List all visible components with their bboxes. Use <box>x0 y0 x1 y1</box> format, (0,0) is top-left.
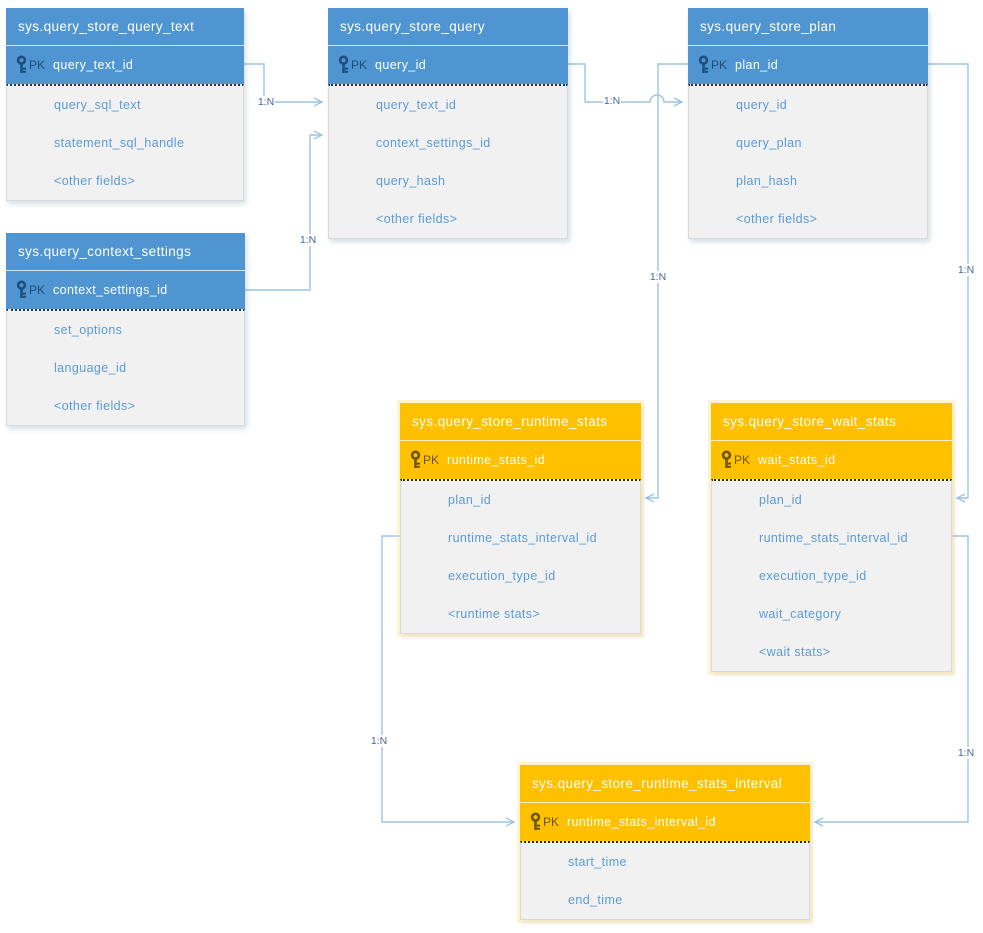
column-row: runtime_stats_interval_id <box>759 531 908 545</box>
relationship-line-waitstats-interval <box>813 535 969 827</box>
relationship-cardinality-label: 1:N <box>256 96 276 108</box>
column-row: plan_id <box>448 493 492 507</box>
column-row: <other fields> <box>54 174 136 188</box>
entity-query-context-settings[interactable]: sys.query_context_settings PK context_se… <box>6 233 245 426</box>
primary-key-icon <box>16 280 27 298</box>
pk-label: PK <box>543 815 560 829</box>
column-row: context_settings_id <box>376 136 491 150</box>
column-row: <runtime stats> <box>448 607 541 621</box>
column-row: query_id <box>736 98 788 112</box>
primary-key-icon <box>721 450 732 468</box>
relationship-cardinality-label: 1:N <box>956 747 976 759</box>
primary-key-icon <box>530 812 541 830</box>
relationship-line-query-plan <box>568 63 684 107</box>
table-title: sys.query_context_settings <box>6 233 245 271</box>
pk-label: PK <box>29 283 46 297</box>
relationship-cardinality-label: 1:N <box>298 234 318 246</box>
primary-key-icon <box>698 55 709 73</box>
entity-query-store-runtime-stats[interactable]: sys.query_store_runtime_stats PK runtime… <box>400 403 641 634</box>
entity-query-store-plan[interactable]: sys.query_store_plan PK plan_id query_id… <box>688 8 928 239</box>
pk-row: PK wait_stats_id <box>711 441 952 479</box>
relationship-line-querytext-query <box>244 63 324 107</box>
column-row: plan_id <box>759 493 803 507</box>
entity-query-store-query[interactable]: sys.query_store_query PK query_id query_… <box>328 8 568 239</box>
column-list: start_time end_time <box>520 841 810 920</box>
pk-label: PK <box>29 58 46 72</box>
pk-label: PK <box>423 453 440 467</box>
column-row: plan_hash <box>736 174 798 188</box>
pk-column-name: runtime_stats_id <box>447 453 546 467</box>
column-row: language_id <box>54 361 127 375</box>
column-row: set_options <box>54 323 123 337</box>
pk-row: PK runtime_stats_interval_id <box>520 803 810 841</box>
column-row: runtime_stats_interval_id <box>448 531 597 545</box>
column-list: query_id query_plan plan_hash <other fie… <box>688 84 928 239</box>
pk-label: PK <box>351 58 368 72</box>
entity-query-store-wait-stats[interactable]: sys.query_store_wait_stats PK wait_stats… <box>711 403 952 672</box>
column-row: <wait stats> <box>759 645 831 659</box>
column-row: statement_sql_handle <box>54 136 185 150</box>
column-row: <other fields> <box>54 399 136 413</box>
table-title: sys.query_store_query <box>328 8 568 46</box>
column-row: query_plan <box>736 136 802 150</box>
entity-query-store-query-text[interactable]: sys.query_store_query_text PK query_text… <box>6 8 244 201</box>
table-title: sys.query_store_query_text <box>6 8 244 46</box>
column-row: query_text_id <box>376 98 457 112</box>
primary-key-icon <box>410 450 421 468</box>
pk-column-name: query_id <box>375 58 427 72</box>
table-title: sys.query_store_wait_stats <box>711 403 952 441</box>
column-row: query_hash <box>376 174 446 188</box>
column-list: query_sql_text statement_sql_handle <oth… <box>6 84 244 201</box>
pk-column-name: query_text_id <box>53 58 134 72</box>
table-title: sys.query_store_plan <box>688 8 928 46</box>
pk-row: PK context_settings_id <box>6 271 245 309</box>
column-row: query_sql_text <box>54 98 141 112</box>
table-title: sys.query_store_runtime_stats <box>400 403 641 441</box>
relationship-cardinality-label: 1:N <box>648 271 668 283</box>
pk-row: PK query_text_id <box>6 46 244 84</box>
table-title: sys.query_store_runtime_stats_interval <box>520 765 810 803</box>
pk-label: PK <box>711 58 728 72</box>
column-list: plan_id runtime_stats_interval_id execut… <box>711 479 952 672</box>
column-list: set_options language_id <other fields> <box>6 309 245 426</box>
column-row: end_time <box>568 893 623 907</box>
relationship-cardinality-label: 1:N <box>956 264 976 276</box>
relationship-cardinality-label: 1:N <box>369 735 389 747</box>
pk-row: PK query_id <box>328 46 568 84</box>
pk-row: PK plan_id <box>688 46 928 84</box>
entity-query-store-runtime-stats-interval[interactable]: sys.query_store_runtime_stats_interval P… <box>520 765 810 920</box>
column-list: query_text_id context_settings_id query_… <box>328 84 568 239</box>
pk-column-name: wait_stats_id <box>758 453 836 467</box>
pk-label: PK <box>734 453 751 467</box>
column-row: <other fields> <box>376 212 458 226</box>
column-list: plan_id runtime_stats_interval_id execut… <box>400 479 641 634</box>
column-row: wait_category <box>759 607 842 621</box>
pk-row: PK runtime_stats_id <box>400 441 641 479</box>
relationship-line-context-query <box>245 130 324 291</box>
pk-column-name: plan_id <box>735 58 779 72</box>
primary-key-icon <box>338 55 349 73</box>
column-row: execution_type_id <box>759 569 867 583</box>
pk-column-name: runtime_stats_interval_id <box>567 815 716 829</box>
column-row: start_time <box>568 855 627 869</box>
column-row: <other fields> <box>736 212 818 226</box>
relationship-line-runtimestats-interval <box>381 535 516 827</box>
relationship-cardinality-label: 1:N <box>602 95 622 107</box>
pk-column-name: context_settings_id <box>53 283 168 297</box>
primary-key-icon <box>16 55 27 73</box>
relationship-line-plan-waitstats <box>928 63 969 503</box>
column-row: execution_type_id <box>448 569 556 583</box>
